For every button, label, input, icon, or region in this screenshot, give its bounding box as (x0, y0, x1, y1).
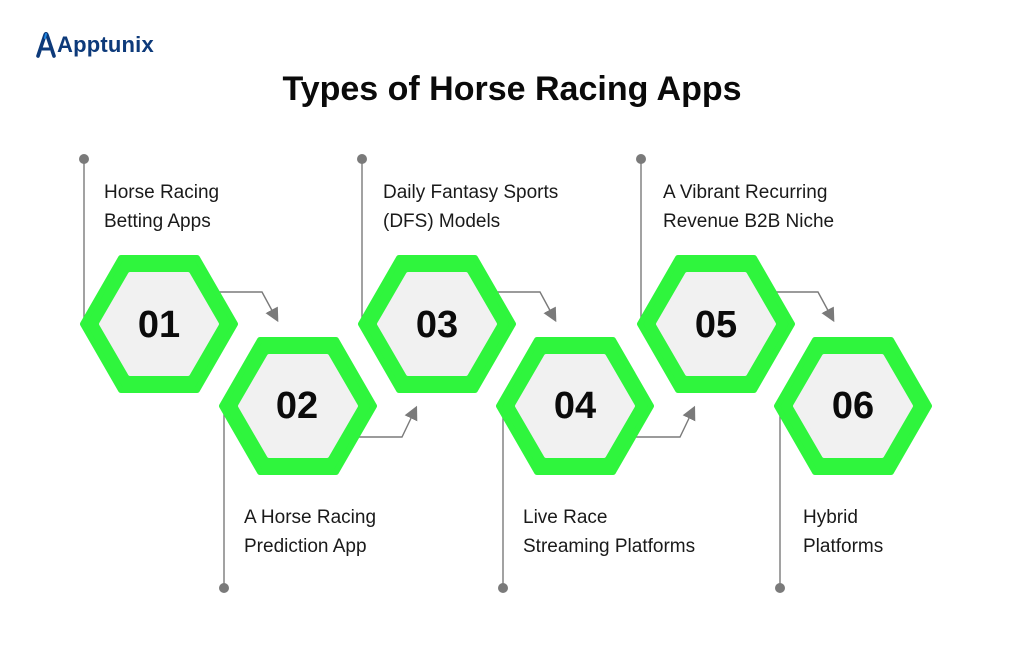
step-04-label: Live Race Streaming Platforms (523, 503, 753, 561)
hexagon-inner-02 (238, 354, 358, 458)
brand-name: Apptunix (57, 32, 154, 57)
arrow-05-to-06 (771, 291, 835, 323)
hexagon-inner-03 (377, 272, 497, 376)
step-02-line2: Prediction App (244, 536, 367, 557)
step-06-line1: Hybrid (803, 507, 858, 528)
connector-02 (219, 408, 229, 593)
hexagon-inner-06 (793, 354, 913, 458)
step-06-line2: Platforms (803, 536, 884, 557)
connector-04 (498, 408, 508, 593)
step-04-line1: Live Race (523, 507, 608, 528)
arrow-01-to-02 (214, 291, 279, 323)
step-06-label: Hybrid Platforms (803, 503, 1024, 561)
step-05-number: 05 (694, 304, 738, 346)
arrow-04-to-05 (634, 405, 696, 438)
brand-logo: Apptunix (36, 30, 154, 60)
hexagon-inner-05 (656, 272, 776, 376)
step-01-line1: Horse Racing (104, 182, 220, 203)
connector-01 (79, 154, 89, 322)
page-title: Types of Horse Racing Apps (282, 70, 742, 108)
step-02-line1: A Horse Racing (244, 507, 377, 528)
step-03-label: Daily Fantasy Sports (DFS) Models (383, 178, 613, 236)
apptunix-logo-icon (36, 32, 56, 58)
step-01-label: Horse Racing Betting Apps (104, 178, 334, 236)
arrow-03-to-04 (492, 291, 557, 323)
arrow-02-to-03 (356, 405, 418, 438)
step-05-label: A Vibrant Recurring Revenue B2B Niche (663, 178, 893, 236)
step-02-number: 02 (275, 385, 319, 427)
step-01-number: 01 (137, 304, 181, 346)
step-03-line1: Daily Fantasy Sports (383, 182, 559, 203)
connector-06 (775, 408, 785, 593)
hexagon-inner-01 (99, 272, 219, 376)
step-05-line2: Revenue B2B Niche (663, 211, 835, 232)
step-03-line2: (DFS) Models (383, 211, 501, 232)
hexagon-inner-04 (515, 354, 635, 458)
step-04-line2: Streaming Platforms (523, 536, 696, 557)
step-01-line2: Betting Apps (104, 211, 211, 232)
connector-05 (636, 154, 646, 322)
step-05-line1: A Vibrant Recurring (663, 182, 828, 203)
connector-03 (357, 154, 367, 322)
step-02-label: A Horse Racing Prediction App (244, 503, 474, 561)
step-03-number: 03 (415, 304, 459, 346)
step-04-number: 04 (553, 385, 597, 427)
step-06-number: 06 (831, 385, 875, 427)
